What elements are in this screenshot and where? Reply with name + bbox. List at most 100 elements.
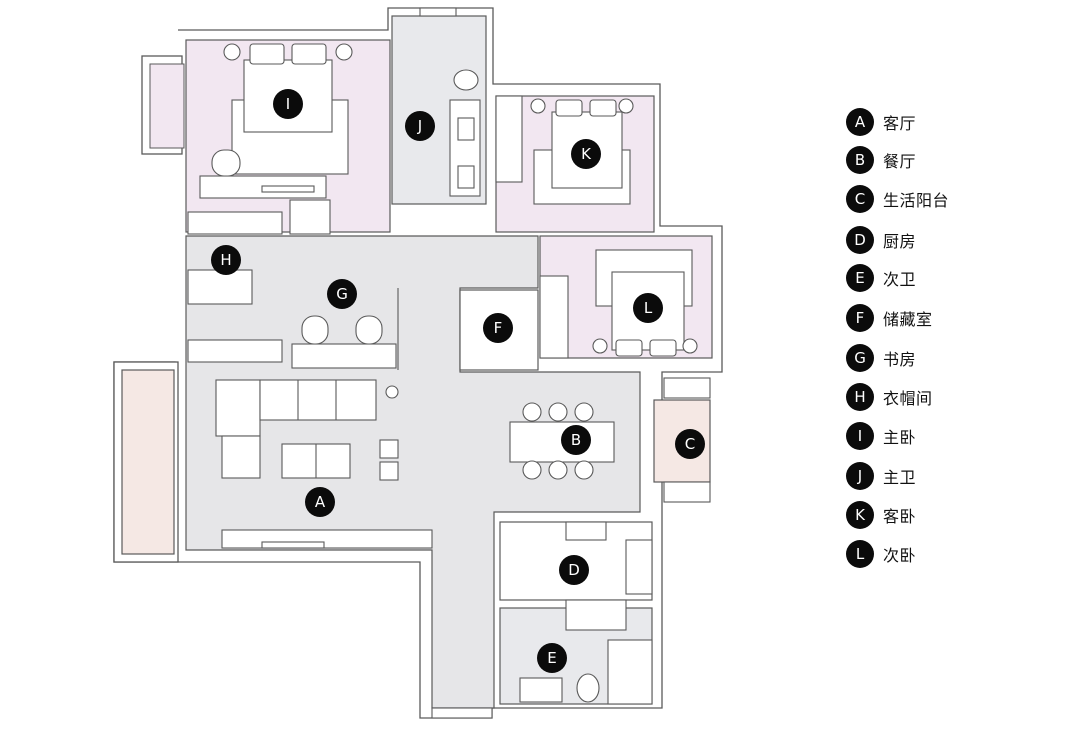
legend-badge: E — [846, 264, 874, 292]
legend-label: 书房 — [883, 350, 917, 369]
room-L-furniture — [539, 249, 698, 359]
legend-badge: H — [846, 383, 874, 411]
sink-C — [663, 481, 711, 503]
toilet-E — [576, 673, 600, 703]
window-J — [419, 7, 457, 17]
tv-cabinet-A — [221, 529, 433, 549]
room-badge-I: I — [273, 89, 303, 119]
chair-B-4 — [522, 460, 542, 480]
lamp-L-2 — [682, 338, 698, 354]
lamp-L-1 — [592, 338, 608, 354]
washer-C — [663, 377, 711, 399]
pillow-K-2 — [589, 99, 617, 117]
legend-label: 次卧 — [883, 546, 917, 565]
legend-badge: C — [846, 185, 874, 213]
cabinet-H — [289, 199, 331, 235]
legend-item-F: F 储藏室 — [846, 304, 933, 332]
sofa-A-chaise — [221, 435, 261, 479]
legend-badge: I — [846, 422, 874, 450]
room-badge-A: A — [305, 487, 335, 517]
left-balcony-floor — [121, 369, 175, 555]
legend-label: 主卫 — [883, 468, 917, 487]
legend-label: 储藏室 — [883, 310, 933, 329]
sofa-A-back — [259, 379, 377, 421]
pillow-L-2 — [649, 339, 677, 357]
stove-D — [565, 521, 607, 541]
pillow-I-2 — [291, 43, 327, 65]
legend-badge: B — [846, 146, 874, 174]
pillow-L-1 — [615, 339, 643, 357]
room-badge-G: G — [327, 279, 357, 309]
counter-D — [625, 539, 653, 595]
legend-badge: J — [846, 462, 874, 490]
lamp-A — [385, 385, 399, 399]
top-left-balcony-floor — [149, 63, 185, 149]
chair-B-5 — [548, 460, 568, 480]
legend-label: 衣帽间 — [883, 389, 933, 408]
wardrobe-K — [495, 95, 523, 183]
pillow-K-1 — [555, 99, 583, 117]
sofa-A-left — [215, 379, 261, 437]
fridge-D — [565, 599, 627, 631]
lamp-K-2 — [618, 98, 634, 114]
lamp-I-1 — [223, 43, 241, 61]
room-badge-D: D — [559, 555, 589, 585]
room-badge-E: E — [537, 643, 567, 673]
pillow-I-1 — [249, 43, 285, 65]
room-A-furniture — [215, 379, 433, 549]
legend-item-J: J 主卫 — [846, 462, 916, 490]
legend-label: 客厅 — [883, 114, 917, 133]
floor-plan — [113, 7, 723, 719]
sink-J-2 — [457, 165, 475, 189]
legend-item-H: H 衣帽间 — [846, 383, 933, 411]
wardrobe-H-bottom — [187, 339, 283, 363]
legend-label: 主卧 — [883, 428, 917, 447]
legend-badge: D — [846, 226, 874, 254]
legend-item-G: G 书房 — [846, 344, 916, 372]
entry-door — [431, 707, 493, 719]
room-badge-L: L — [633, 293, 663, 323]
room-J-fixtures — [419, 7, 481, 197]
vanity-E — [519, 677, 563, 703]
room-badge-J: J — [405, 111, 435, 141]
legend-label: 次卫 — [883, 270, 917, 289]
wardrobe-L — [539, 275, 569, 359]
chair-G-1 — [301, 315, 329, 345]
legend-item-B: B 餐厅 — [846, 146, 916, 174]
room-badge-H: H — [211, 245, 241, 275]
chair-B-1 — [522, 402, 542, 422]
chair-B-3 — [574, 402, 594, 422]
legend-label: 生活阳台 — [883, 191, 950, 210]
legend-label: 客卧 — [883, 507, 917, 526]
legend-item-I: I 主卧 — [846, 422, 916, 450]
chair-B-6 — [574, 460, 594, 480]
legend-item-E: E 次卫 — [846, 264, 916, 292]
sink-J-1 — [457, 117, 475, 141]
room-badge-K: K — [571, 139, 601, 169]
legend-badge: K — [846, 501, 874, 529]
legend-item-L: L 次卧 — [846, 540, 916, 568]
legend-badge: F — [846, 304, 874, 332]
legend-label: 厨房 — [883, 232, 917, 251]
legend-badge: A — [846, 108, 874, 136]
stool-A-1 — [379, 439, 399, 459]
service-fixtures — [431, 377, 711, 719]
shower-E — [607, 639, 653, 705]
tv-I — [261, 185, 315, 193]
legend-badge: L — [846, 540, 874, 568]
legend-badge: G — [846, 344, 874, 372]
lamp-I-2 — [335, 43, 353, 61]
room-badge-B: B — [561, 425, 591, 455]
toilet-J — [453, 69, 479, 91]
chair-B-2 — [548, 402, 568, 422]
room-badge-F: F — [483, 313, 513, 343]
desk-G — [291, 343, 397, 369]
wardrobe-H-top — [187, 211, 283, 235]
tv-A — [261, 541, 325, 549]
chair-I — [211, 149, 241, 177]
bed-L — [611, 271, 685, 351]
lamp-K-1 — [530, 98, 546, 114]
room-GH-furniture — [187, 199, 399, 370]
bench-H — [187, 269, 253, 305]
